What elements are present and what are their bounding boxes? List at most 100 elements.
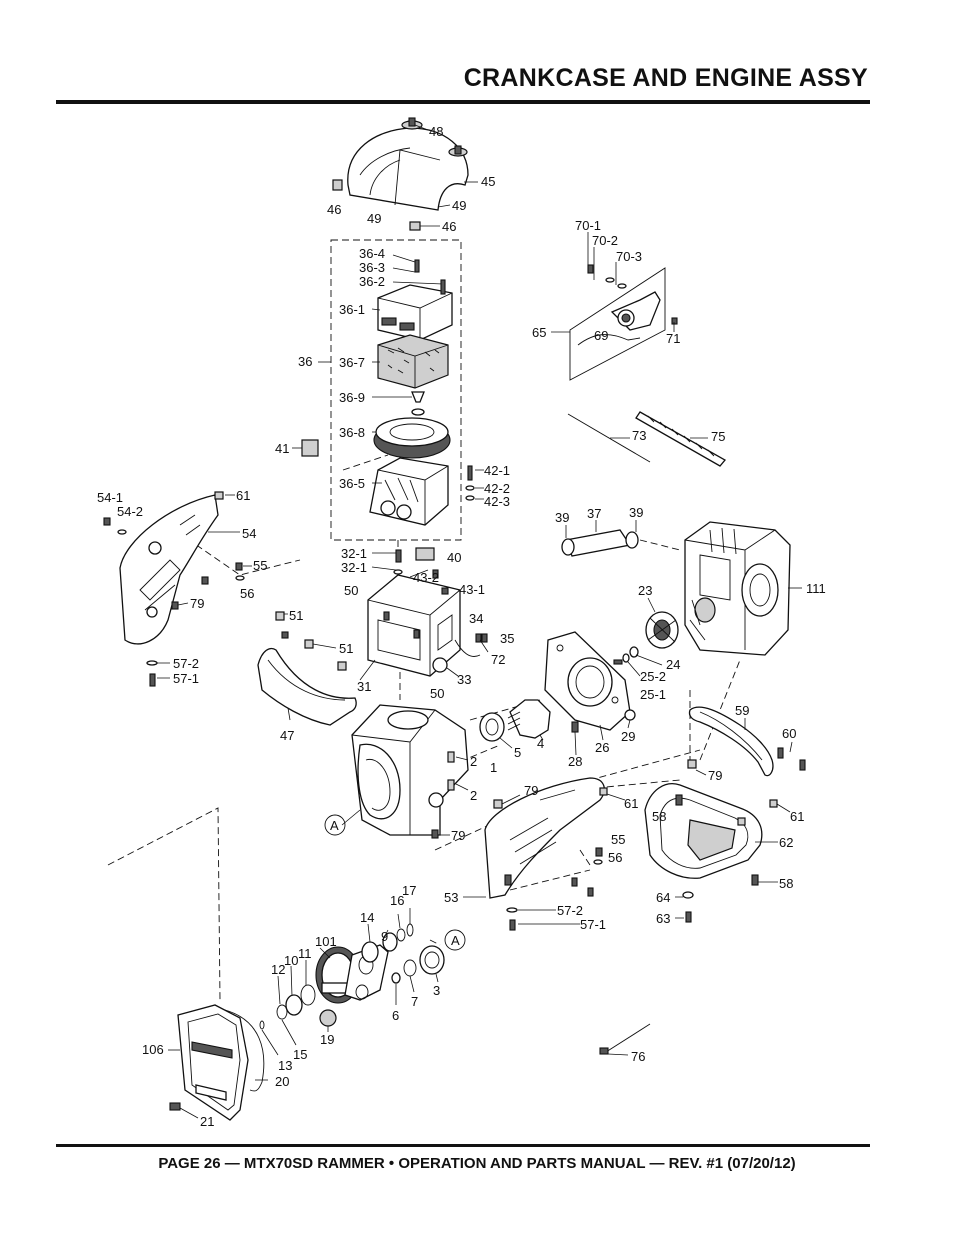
- callout-label: 57-1: [580, 917, 606, 932]
- callout-label: 45: [481, 174, 495, 189]
- callout-label: 12: [271, 962, 285, 977]
- gear-train-part: [259, 908, 445, 1056]
- callout-label: 70-1: [575, 218, 601, 233]
- assembly-guide-lines: [107, 239, 741, 1001]
- callout-label: 57-1: [173, 671, 199, 686]
- callout-label: 71: [666, 331, 680, 346]
- lower-shield-part: [463, 777, 626, 931]
- callout-label: 33: [457, 672, 471, 687]
- callout-label: 42-3: [484, 494, 510, 509]
- callout-label: 36-9: [339, 390, 365, 405]
- callout-label: 26: [595, 740, 609, 755]
- callout-label: 79: [708, 768, 722, 783]
- callout-label: 36: [298, 354, 312, 369]
- callout-label: 23: [638, 583, 652, 598]
- callout-label: 53: [444, 890, 458, 905]
- callout-label: 57-2: [557, 903, 583, 918]
- callout-label: 39: [629, 505, 643, 520]
- callout-label: 79: [190, 596, 204, 611]
- callout-label: 70-3: [616, 249, 642, 264]
- callout-label: 36-8: [339, 425, 365, 440]
- title-rule: [56, 100, 870, 104]
- callout-labels: 48 45 46 49 49 46 36-4 36-3 36-2 36-1 36…: [97, 124, 826, 1129]
- callout-label: 2: [470, 788, 477, 803]
- callout-label: 46: [442, 219, 456, 234]
- intake-hose-part: [561, 520, 639, 557]
- air-cleaner-part: [292, 254, 484, 526]
- callout-label: 64: [656, 890, 670, 905]
- callout-label: 63: [656, 911, 670, 926]
- callout-label: 28: [568, 754, 582, 769]
- callout-label: 79: [524, 783, 538, 798]
- callout-label: A: [451, 933, 460, 948]
- callout-label: 47: [280, 728, 294, 743]
- callout-label: 75: [711, 429, 725, 444]
- callout-label: 61: [236, 488, 250, 503]
- gear-cover-part: [168, 1004, 268, 1121]
- callout-label: 55: [253, 558, 267, 573]
- callout-label: 55: [611, 832, 625, 847]
- callout-label: 6: [392, 1008, 399, 1023]
- footer-rule: [56, 1144, 870, 1147]
- callout-label: 14: [360, 910, 374, 925]
- callout-label: 76: [631, 1049, 645, 1064]
- callout-label: 7: [411, 994, 418, 1009]
- callout-label: A: [330, 818, 339, 833]
- callout-label: 39: [555, 510, 569, 525]
- engine-part: [684, 521, 802, 656]
- callout-label: 11: [298, 946, 312, 961]
- callout-label: 25-1: [640, 687, 666, 702]
- callout-label: 54-1: [97, 490, 123, 505]
- callout-label: 9: [381, 929, 388, 944]
- callout-label: 40: [447, 550, 461, 565]
- callout-label: 56: [240, 586, 254, 601]
- callout-label: 42-1: [484, 463, 510, 478]
- callout-label: 43-1: [459, 582, 485, 597]
- callout-label: 50: [344, 583, 358, 598]
- callout-label: 58: [779, 876, 793, 891]
- callout-label: 51: [339, 641, 353, 656]
- callout-label: 62: [779, 835, 793, 850]
- callout-label: 36-4: [359, 246, 385, 261]
- callout-label: 32-1: [341, 546, 367, 561]
- callout-label: 16: [390, 893, 404, 908]
- callout-label: 1: [490, 760, 497, 775]
- callout-label: 57-2: [173, 656, 199, 671]
- callout-label: 59: [735, 703, 749, 718]
- callout-label: 61: [790, 809, 804, 824]
- callout-label: 70-2: [592, 233, 618, 248]
- callout-label: 111: [806, 581, 826, 596]
- callout-label: 54: [242, 526, 256, 541]
- callout-label: 37: [587, 506, 601, 521]
- callout-label: 54-2: [117, 504, 143, 519]
- callout-label: 2: [470, 754, 477, 769]
- callout-label: 36-2: [359, 274, 385, 289]
- page-title: CRANKCASE AND ENGINE ASSY: [463, 64, 868, 92]
- reference-a-marker: [444, 929, 466, 951]
- muffler-shield-part: [257, 611, 357, 726]
- callout-label: 42-2: [484, 481, 510, 496]
- handle-frame-part: [644, 783, 791, 923]
- callout-label: 101: [315, 934, 337, 949]
- callout-label: 61: [624, 796, 638, 811]
- reference-a-marker: [324, 814, 346, 836]
- callout-label: 17: [402, 883, 416, 898]
- callout-label: 25-2: [640, 669, 666, 684]
- top-cover-part: [332, 117, 478, 231]
- throttle-lever-part: [551, 232, 678, 381]
- crankcase-part: [341, 704, 469, 839]
- callout-label: 5: [514, 745, 521, 760]
- tie-cable-part: [599, 1023, 651, 1056]
- callout-label: 15: [293, 1047, 307, 1062]
- callout-label: 50: [430, 686, 444, 701]
- callout-label: 35: [500, 631, 514, 646]
- callout-label: 58: [652, 809, 666, 824]
- callout-label: 10: [284, 953, 298, 968]
- callout-label: 3: [433, 983, 440, 998]
- callout-label: 29: [621, 729, 635, 744]
- callout-label: 49: [367, 211, 381, 226]
- callout-label: 20: [275, 1074, 289, 1089]
- clutch-part: [613, 597, 679, 677]
- throttle-cable-part: [567, 411, 726, 467]
